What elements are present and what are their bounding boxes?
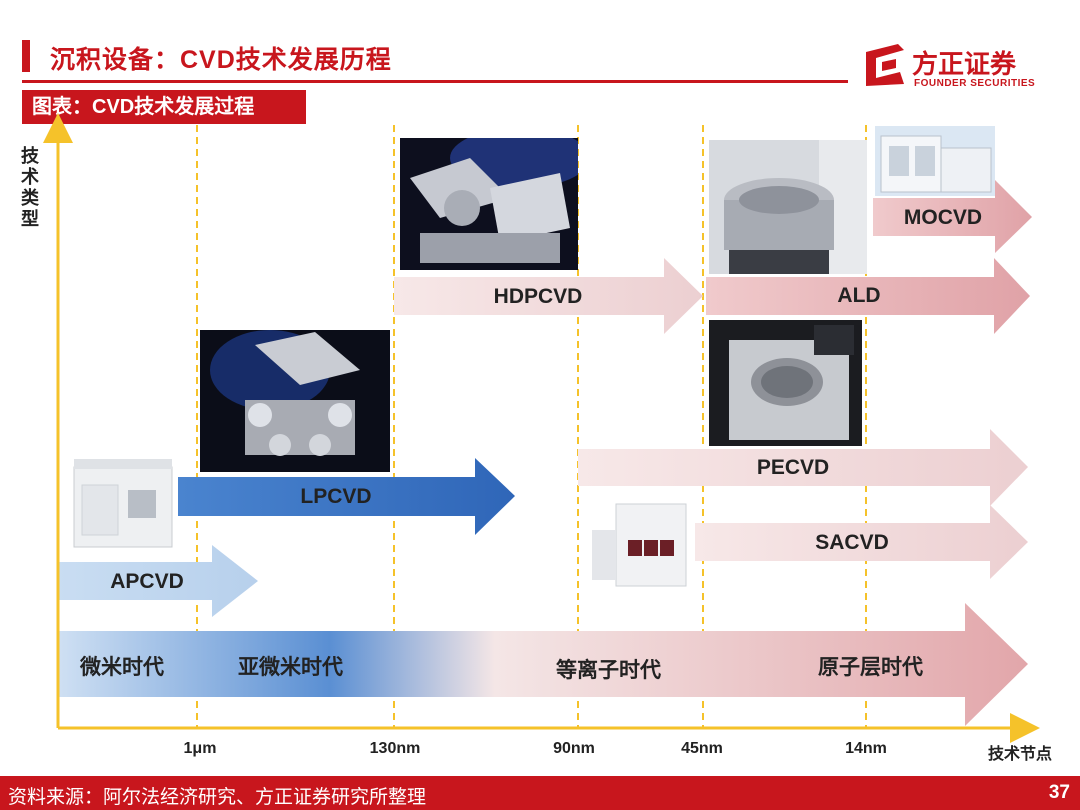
era-label-atomic: 原子层时代 bbox=[818, 656, 923, 679]
mocvd-label: MOCVD bbox=[903, 206, 983, 229]
era-arrow bbox=[58, 603, 1028, 726]
apcvd-label: APCVD bbox=[110, 570, 184, 593]
hdpcvd-arrow bbox=[394, 258, 703, 334]
ald-arrow bbox=[706, 258, 1030, 334]
tick-130nm: 130nm bbox=[369, 740, 421, 757]
apcvd-arrow bbox=[58, 545, 258, 617]
pecvd-arrow bbox=[578, 429, 1028, 506]
title-accent-bar bbox=[22, 40, 30, 72]
tick-1um: 1μm bbox=[183, 740, 217, 757]
founder-logo-icon bbox=[866, 44, 904, 86]
source-note: 资料来源：阿尔法经济研究、方正证券研究所整理 bbox=[8, 787, 427, 808]
sacvd-arrow bbox=[695, 505, 1028, 579]
era-label-micron: 微米时代 bbox=[80, 656, 164, 679]
page-number: 37 bbox=[1048, 782, 1070, 803]
mocvd-arrow bbox=[873, 180, 1032, 253]
footer-bar bbox=[0, 776, 1080, 810]
y-axis-title: 技术类型 bbox=[21, 146, 39, 229]
figure-label: 图表：CVD技术发展过程 bbox=[22, 90, 306, 124]
sacvd-label: SACVD bbox=[815, 531, 889, 554]
pecvd-label: PECVD bbox=[756, 456, 830, 479]
hdpcvd-equipment-photo bbox=[400, 138, 578, 270]
title-divider bbox=[22, 80, 848, 83]
apcvd-equipment-photo bbox=[68, 455, 178, 555]
lpcvd-arrow bbox=[178, 458, 515, 535]
ald-label: ALD bbox=[837, 284, 881, 307]
page-title: 沉积设备：CVD技术发展历程 bbox=[50, 46, 392, 74]
era-label-plasma: 等离子时代 bbox=[556, 659, 661, 682]
x-axis-title: 技术节点 bbox=[987, 746, 1052, 763]
logo-name: 方正证券 bbox=[912, 49, 1017, 79]
lpcvd-equipment-photo bbox=[200, 330, 390, 472]
pecvd-equipment-photo bbox=[709, 320, 862, 446]
hdpcvd-label: HDPCVD bbox=[493, 285, 583, 308]
tick-90nm: 90nm bbox=[553, 740, 595, 757]
tick-45nm: 45nm bbox=[681, 740, 723, 757]
node-guides bbox=[196, 125, 867, 728]
era-label-submicron: 亚微米时代 bbox=[238, 656, 343, 679]
logo-subtitle: FOUNDER SECURITIES bbox=[914, 78, 1036, 89]
mocvd-equipment-photo bbox=[875, 126, 995, 196]
tick-14nm: 14nm bbox=[845, 740, 887, 757]
ald-equipment-photo bbox=[709, 140, 867, 274]
lpcvd-label: LPCVD bbox=[300, 485, 372, 508]
sacvd-equipment-photo bbox=[588, 500, 692, 588]
